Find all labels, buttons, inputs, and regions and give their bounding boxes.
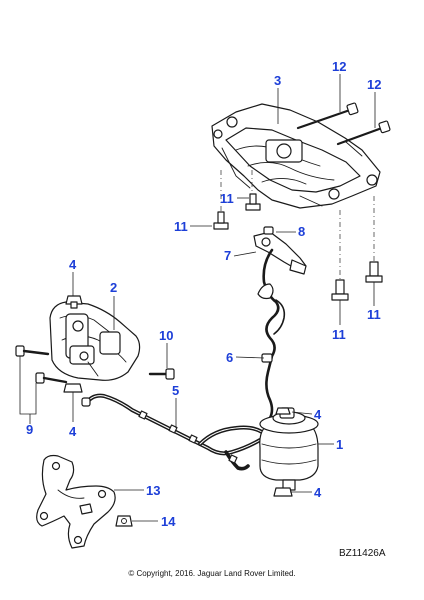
callout-7: 7: [224, 248, 231, 263]
callout-11-lower-right: 11: [367, 307, 381, 322]
callout-4-mount-top: 4: [314, 407, 322, 422]
nut-14: [115, 515, 133, 527]
callout-2: 2: [110, 280, 117, 295]
callout-9: 9: [26, 422, 33, 437]
callout-10: 10: [159, 328, 173, 343]
leader-lines: [19, 74, 376, 522]
bolt-10: [148, 368, 175, 380]
callout-11-upper: 11: [220, 191, 234, 206]
callout-6: 6: [226, 350, 233, 365]
reference-code: BZ11426A: [339, 548, 386, 559]
callout-1: 1: [336, 437, 343, 452]
subframe-bracket: [211, 103, 381, 209]
bolt-11-a: [213, 211, 229, 230]
callout-13: 13: [146, 483, 160, 498]
bolt-12-right: [336, 120, 391, 146]
transmission-bracket-2: [49, 301, 141, 381]
callout-8: 8: [298, 224, 305, 239]
callout-11-lower-left: 11: [332, 327, 346, 342]
harness-6: [257, 248, 286, 420]
callout-5: 5: [172, 383, 179, 398]
heat-shield-13: [36, 454, 116, 549]
pipe-5: [81, 393, 264, 471]
nut-4-bracket-bottom: [63, 383, 83, 393]
clip-8: [263, 226, 274, 235]
callout-14: 14: [161, 514, 176, 529]
callout-12-right: 12: [367, 77, 381, 92]
bolt-9-upper: [15, 345, 50, 357]
callout-4-bracket-bottom: 4: [69, 424, 77, 439]
bolt-9-lower: [35, 372, 68, 384]
callout-4-mount-bottom: 4: [314, 485, 322, 500]
bolt-11-d: [365, 261, 383, 283]
sensor-bracket-7: [253, 231, 307, 275]
callout-12-left: 12: [332, 59, 346, 74]
callout-3: 3: [274, 73, 281, 88]
callout-11-left: 11: [174, 219, 188, 234]
nut-4-mount-top: [275, 407, 291, 415]
engine-mount-1: [259, 407, 319, 491]
callout-4-bracket-top: 4: [69, 257, 77, 272]
nut-4-bracket-top: [65, 295, 83, 309]
nut-4-mount-bottom: [273, 487, 293, 497]
bolt-11-c: [331, 279, 349, 301]
bolt-11-b: [245, 193, 261, 211]
bolt-12-left: [296, 102, 359, 130]
copyright-notice: © Copyright, 2016. Jaguar Land Rover Lim…: [128, 569, 295, 578]
